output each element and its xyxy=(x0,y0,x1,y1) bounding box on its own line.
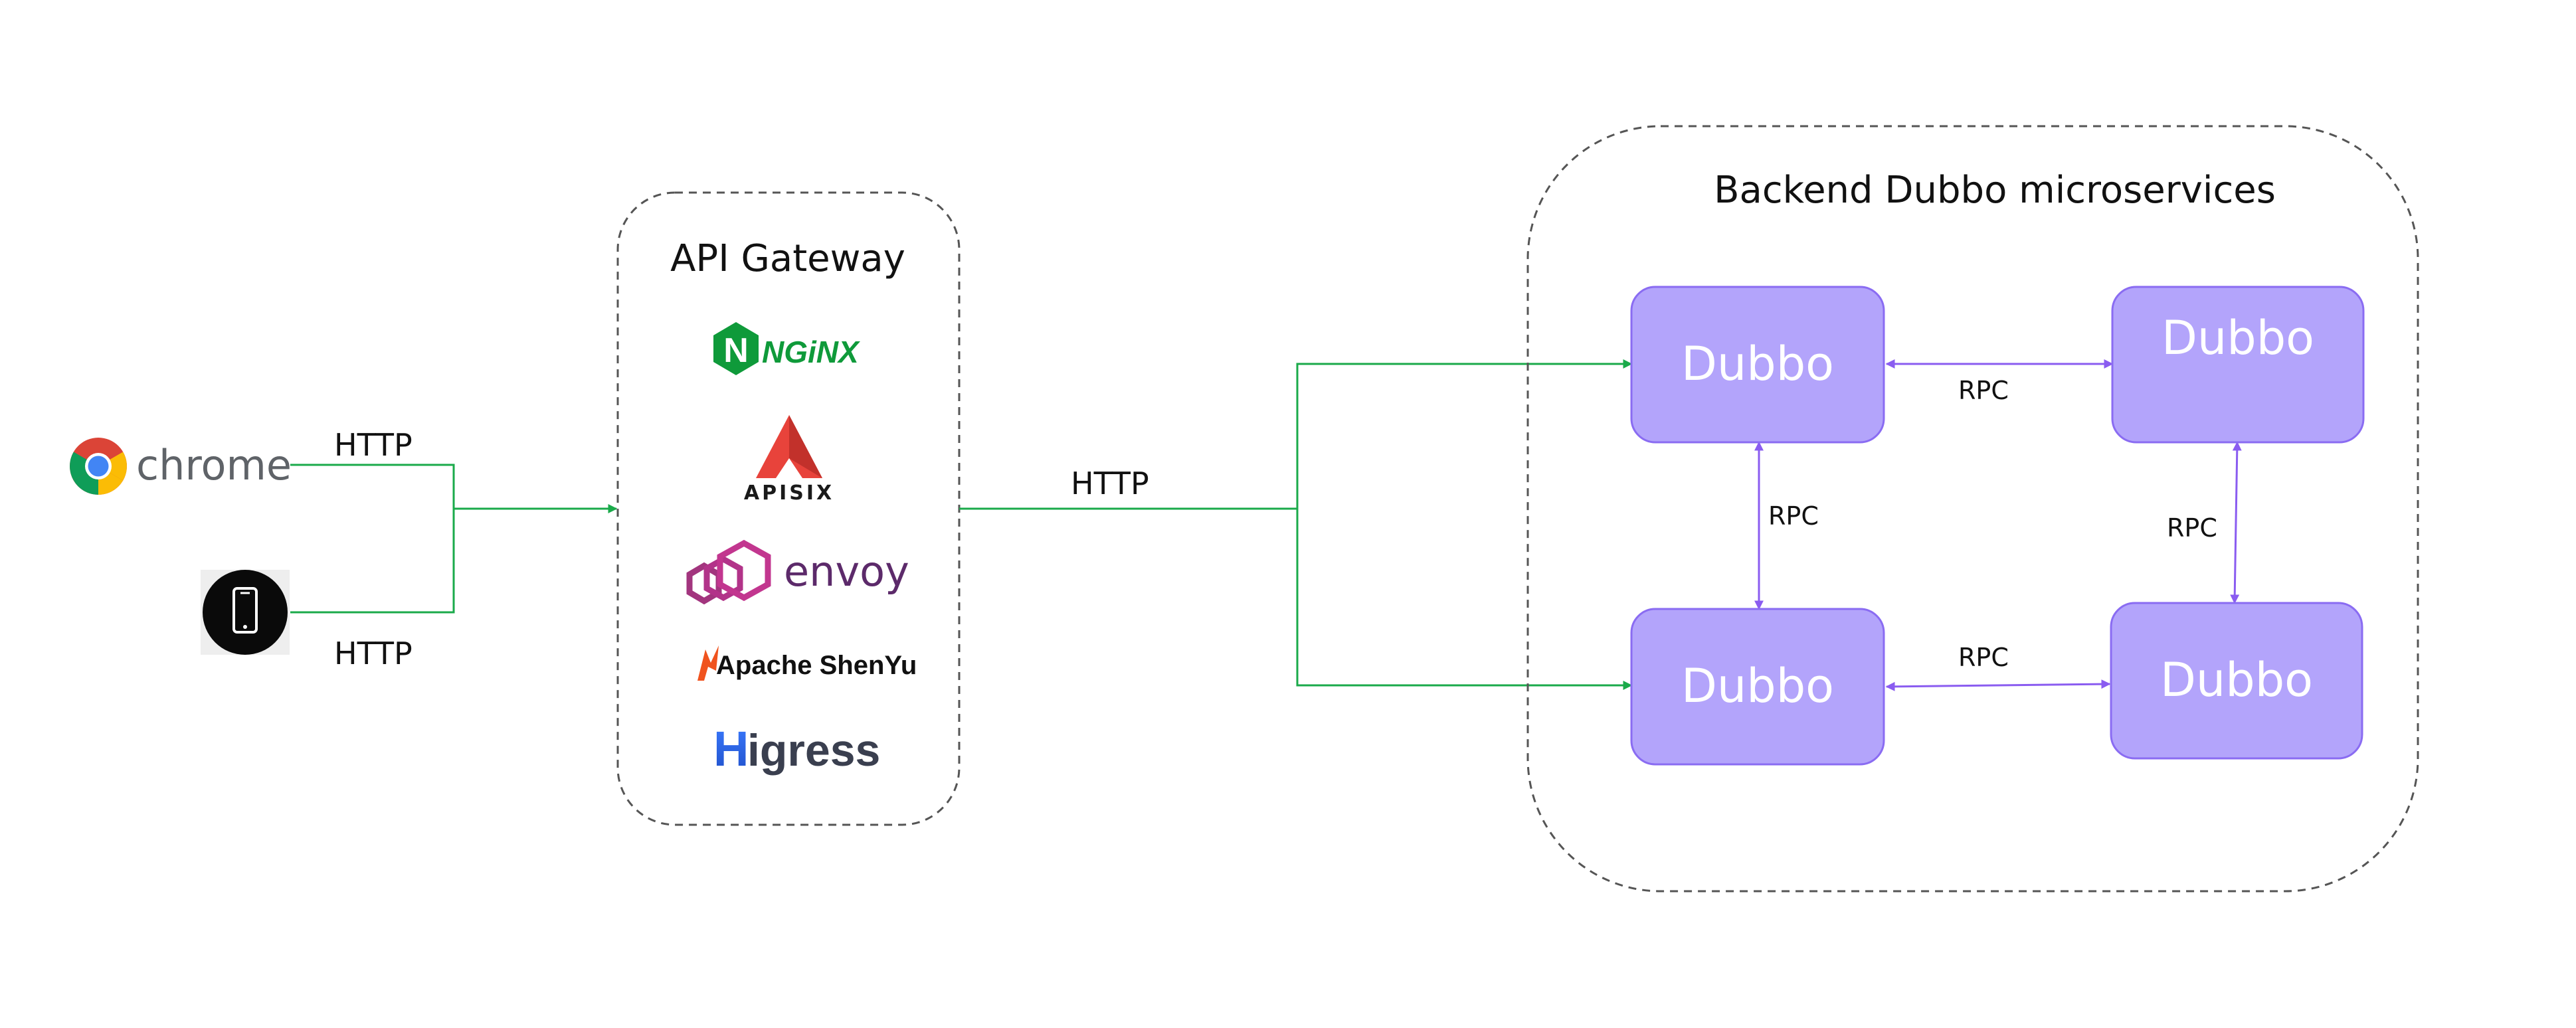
chrome-http-line xyxy=(290,464,455,509)
nginx-hexagon-icon xyxy=(713,322,759,375)
http-arrow-to-dubbo-3 xyxy=(1296,509,1633,690)
nginx-letter: N xyxy=(723,331,749,370)
rpc-label-left: RPC xyxy=(1768,501,1819,531)
backend-container xyxy=(1526,125,2419,893)
dubbo-node-box xyxy=(2111,286,2365,444)
nginx-text: NGiNX xyxy=(762,335,860,369)
apisix-text: APISIX xyxy=(744,481,834,505)
chrome-client: chrome xyxy=(70,438,292,495)
gateway-connectors xyxy=(959,359,1633,690)
apisix-logo: APISIX xyxy=(744,415,834,505)
higress-letter-icon: H xyxy=(713,721,749,776)
dubbo-node-label: Dubbo xyxy=(1681,659,1834,713)
backend-title: Backend Dubbo microservices xyxy=(1714,169,2276,212)
apache-shenyu-logo: Apache ShenYu xyxy=(697,645,917,681)
envoy-hexagons-icon xyxy=(686,539,771,605)
http-label-gateway: HTTP xyxy=(1071,466,1149,501)
rpc-label-top: RPC xyxy=(1958,376,2009,405)
http-label-top: HTTP xyxy=(334,427,413,463)
dubbo-node-box xyxy=(1630,286,1885,444)
higress-logo: H igress xyxy=(713,721,880,776)
shenyu-text: Apache ShenYu xyxy=(716,651,917,680)
nginx-logo: N NGiNX xyxy=(713,322,860,375)
api-gateway-title: API Gateway xyxy=(670,237,905,280)
mobile-phone-icon xyxy=(203,570,288,655)
dubbo-node-bottom-left: Dubbo xyxy=(1630,608,1885,766)
apisix-triangle-shade xyxy=(789,415,822,478)
http-arrow-to-dubbo-1 xyxy=(1296,359,1633,509)
apisix-triangle-cut xyxy=(776,458,802,478)
dubbo-node-label: Dubbo xyxy=(2162,311,2314,365)
chrome-label: chrome xyxy=(136,441,292,489)
mobile-http-line xyxy=(290,509,455,614)
rpc-label-bottom: RPC xyxy=(1958,643,2009,672)
rpc-line-bottom xyxy=(1885,679,2111,691)
dubbo-node-box xyxy=(2110,602,2363,760)
higress-text: igress xyxy=(747,725,880,776)
dubbo-node-bottom-right: Dubbo xyxy=(2110,602,2363,760)
rpc-connectors xyxy=(1754,359,2242,691)
shenyu-flame-icon xyxy=(697,645,719,681)
dubbo-node-box xyxy=(1630,608,1885,766)
client-connectors xyxy=(290,464,618,614)
dubbo-node-label: Dubbo xyxy=(1681,337,1834,391)
dubbo-node-top-right: Dubbo xyxy=(2111,286,2365,444)
envoy-logo: envoy xyxy=(686,539,909,605)
chrome-logo-icon xyxy=(70,438,127,495)
dubbo-node-top-left: Dubbo xyxy=(1630,286,1885,444)
rpc-line-right xyxy=(2230,441,2242,604)
mobile-client xyxy=(201,570,290,655)
envoy-text: envoy xyxy=(784,547,909,596)
http-label-bottom: HTTP xyxy=(334,636,413,671)
rpc-label-right: RPC xyxy=(2167,513,2217,543)
dubbo-node-label: Dubbo xyxy=(2160,653,2313,707)
